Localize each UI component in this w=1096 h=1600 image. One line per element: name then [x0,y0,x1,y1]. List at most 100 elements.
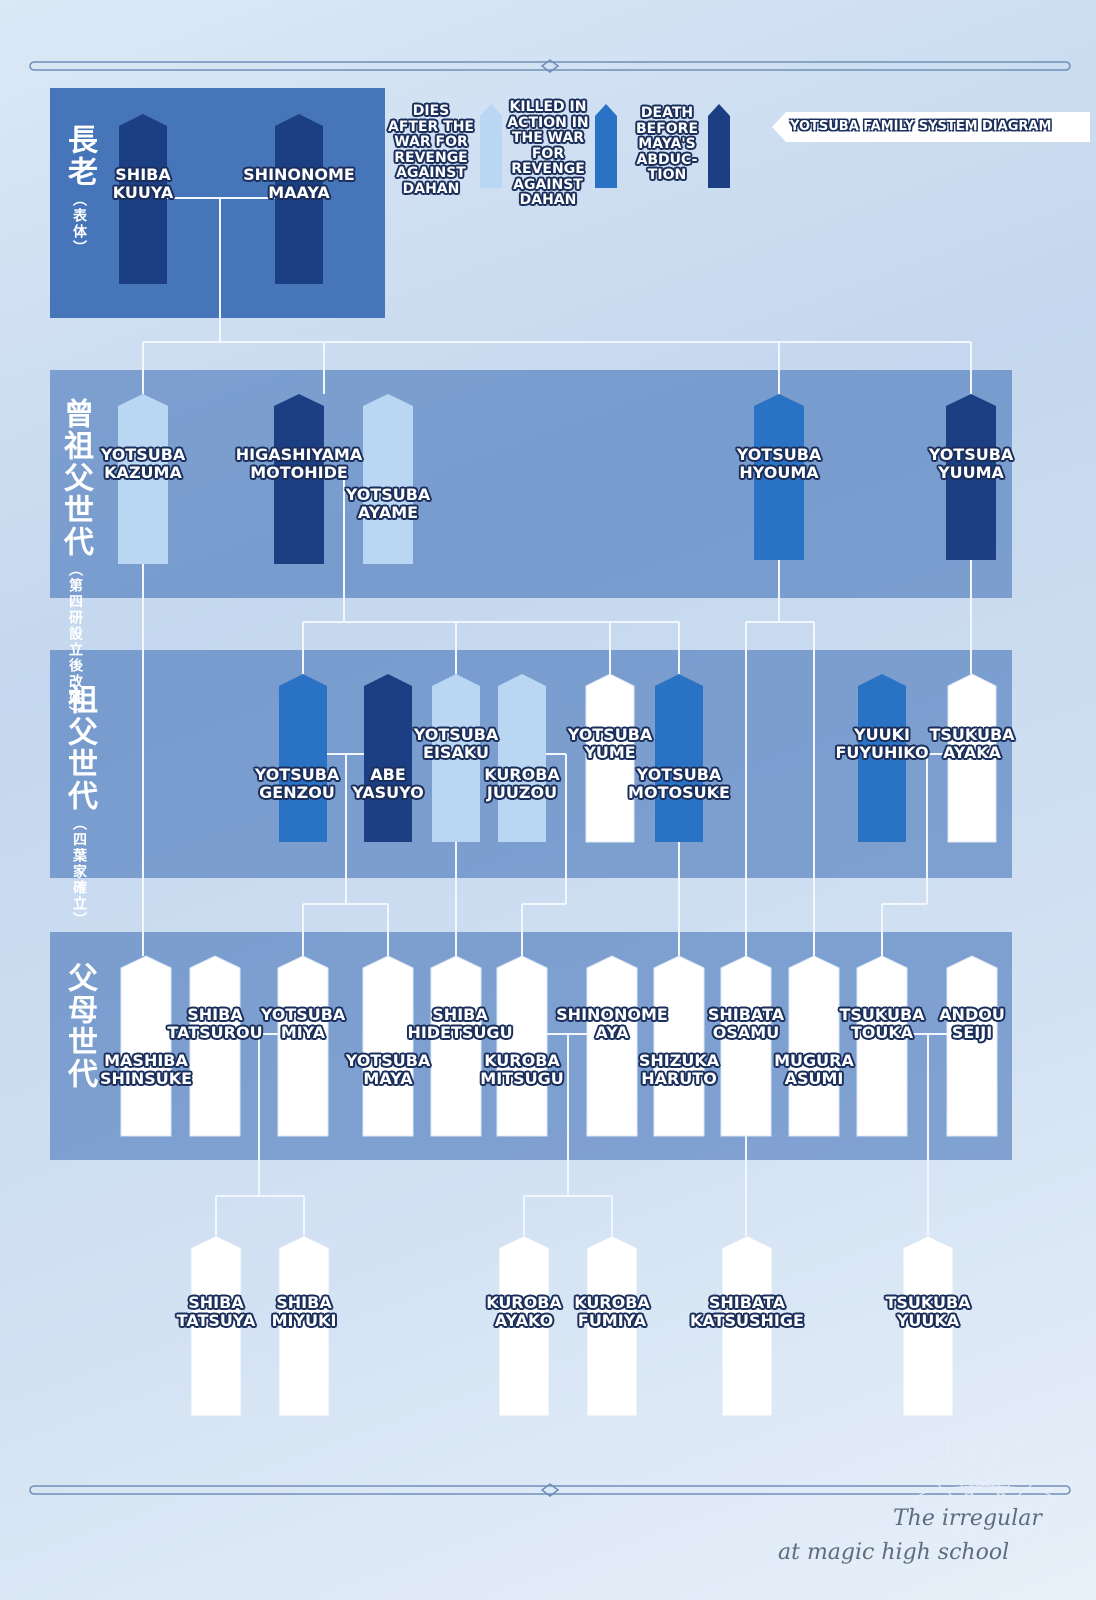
tombstone-hyouma [754,394,804,560]
name-label-motosuke: YOTSUBA MOTOSUKE [628,765,730,802]
tombstone-shinsuke [120,955,172,1137]
name-label-maya: YOTSUBA MAYA [345,1051,431,1088]
tombstone-fuyuhiko [858,674,906,842]
generation-name: 曾祖父世代 [58,398,93,558]
name-label-osamu: SHIBATA OSAMU [707,1005,785,1042]
tombstone-miya [277,955,329,1137]
name-label-juuzou: KUROBA JUUZOU [484,765,560,802]
tombstone-juuzou [498,674,546,842]
name-label-yuuka: TSUKUBA YUUKA [885,1293,971,1330]
name-label-seiji: ANDOU SEIJI [939,1005,1005,1042]
decorative-petal-2 [947,1438,1023,1562]
tombstone-ayaka [947,673,997,843]
tombstone-aya [586,955,638,1137]
generation-note: （表体） [71,192,87,256]
name-label-tatsuya: SHIBA TATSUYA [176,1293,256,1330]
tombstone-eisaku [432,674,480,842]
legend-swatch-medium [595,104,617,188]
tombstone-yume [585,673,635,843]
name-label-yasuyo: ABE YASUYO [352,765,424,802]
generation-note: （第四研設立後改姓） [67,562,83,722]
tombstone-ayako [498,1235,550,1417]
tombstone-fumiya [586,1235,638,1417]
tombstone-ayame [363,394,413,564]
name-label-motohide: HIGASHIYAMA MOTOHIDE [235,445,363,482]
name-label-kazuma: YOTSUBA KAZUMA [100,445,186,482]
tombstone-yasuyo [364,674,412,842]
name-label-eisaku: YOTSUBA EISAKU [413,725,499,762]
name-label-touka: TSUKUBA TOUKA [839,1005,925,1042]
name-label-hidetsugu: SHIBA HIDETSUGU [407,1005,513,1042]
tombstone-maya [362,955,414,1137]
decorative-petal-4 [947,1438,1023,1562]
decorative-petal-5 [923,1462,1047,1538]
tombstone-motosuke [655,674,703,842]
name-label-miyuki: SHIBA MIYUKI [271,1293,337,1330]
name-label-shinsuke: MASHIBA SHINSUKE [99,1051,193,1088]
name-label-ayame: YOTSUBA AYAME [345,485,431,522]
tombstone-mitsugu [496,955,548,1137]
frame-ornament-1 [540,1483,560,1497]
generation-label-parents: 父母世代 [62,962,97,1090]
watermark-line-2: at magic high school [778,1540,1010,1565]
name-label-fuyuhiko: YUUKI FUYUHIKO [835,725,929,762]
diagram-title: YOTSUBA FAMILY SYSTEM DIAGRAM [790,119,1052,134]
name-label-kuuya: SHIBA KUUYA [112,165,174,202]
name-label-yuuma: YOTSUBA YUUMA [928,445,1014,482]
band-great-grandparents [50,370,1012,598]
frame-border-0 [29,61,1071,71]
tombstone-maaya [275,114,323,284]
name-label-hyouma: YOTSUBA HYOUMA [736,445,822,482]
tombstone-genzou [279,674,327,842]
tombstone-seiji [946,955,998,1137]
tombstone-hidetsugu [430,955,482,1137]
legend-text-medium: KILLED IN ACTION IN THE WAR FOR REVENGE … [507,99,589,208]
legend-swatch-deep [708,104,730,188]
tombstone-motohide [274,394,324,564]
name-label-fumiya: KUROBA FUMIYA [574,1293,650,1330]
name-label-aya: SHINONOME AYA [556,1005,668,1042]
tombstone-asumi [788,955,840,1137]
tombstone-miyuki [278,1235,330,1417]
name-label-haruto: SHIZUKA HARUTO [638,1051,720,1088]
generation-name: 父母世代 [62,962,97,1090]
name-label-ayako: KUROBA AYAKO [486,1293,562,1330]
watermark-line-1: The irregular [893,1506,1042,1531]
band-elders [50,88,385,318]
tombstone-haruto [653,955,705,1137]
tombstone-katsushige [721,1235,773,1417]
generation-name: 祖父世代 [62,684,97,812]
generation-label-great-grandparents: 曾祖父世代 （第四研設立後改姓） [58,398,93,722]
tombstone-osamu [720,955,772,1137]
frame-ornament-0 [540,59,560,73]
legend-text-deep: DEATH BEFORE MAYA'S ABDUC- TION [635,105,699,183]
legend-swatch-light [480,104,502,188]
tombstone-tatsuya [190,1235,242,1417]
name-label-asumi: MUGURA ASUMI [774,1051,854,1088]
name-label-tatsurou: SHIBA TATSUROU [167,1005,263,1042]
legend-text-light: DIES AFTER THE WAR FOR REVENGE AGAINST D… [388,103,474,197]
decorative-petal-0 [914,1485,1056,1515]
tombstone-yuuka [902,1235,954,1417]
name-label-katsushige: SHIBATA KATSUSHIGE [690,1293,804,1330]
title-tag-background [772,112,1090,142]
tombstone-tatsurou [189,955,241,1137]
decorative-petal-3 [970,1429,1000,1571]
name-label-maaya: SHINONOME MAAYA [243,165,355,202]
frame-border-1 [29,1485,1071,1495]
tombstone-touka [856,955,908,1137]
name-label-ayaka: TSUKUBA AYAKA [929,725,1015,762]
name-label-genzou: YOTSUBA GENZOU [254,765,340,802]
decorative-petal-1 [923,1462,1047,1538]
name-label-mitsugu: KUROBA MITSUGU [480,1051,564,1088]
tombstone-kazuma [118,394,168,564]
tombstone-kuuya [119,114,167,284]
generation-label-elders: 長老 （表体） [62,124,97,256]
name-label-miya: YOTSUBA MIYA [260,1005,346,1042]
name-label-yume: YOTSUBA YUME [567,725,653,762]
generation-name: 長老 [62,124,97,188]
tombstone-yuuma [946,394,996,560]
generation-label-grandparents: 祖父世代（四葉家確立） [62,684,97,928]
